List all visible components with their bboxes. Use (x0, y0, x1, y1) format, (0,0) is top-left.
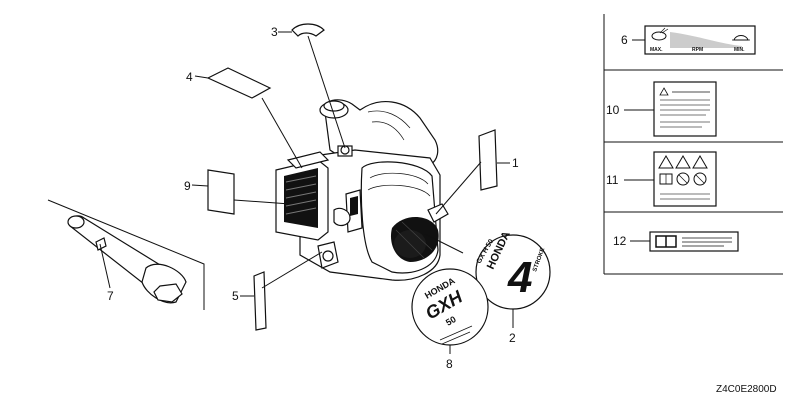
label-part-4 (206, 67, 272, 99)
warning-triangle-icon (659, 87, 669, 96)
label-part-5 (253, 271, 267, 331)
label-11-pictograms (653, 151, 717, 207)
callout-11: 11 (606, 173, 619, 187)
label-panel (603, 14, 783, 275)
drawing-code: Z4C0E2800D (716, 384, 777, 395)
callout-12: 12 (613, 234, 627, 248)
callout-3: 3 (271, 25, 278, 39)
spark-plug-wrench (67, 215, 187, 304)
emblem-2-stroke-number: 4 (507, 253, 532, 302)
callout-4: 4 (186, 70, 193, 84)
engine-illustration (275, 99, 449, 281)
label-part-9 (207, 169, 235, 215)
callout-7: 7 (107, 289, 114, 303)
frame-line-left (47, 199, 205, 310)
callout-numbers: 3 4 9 5 7 1 2 8 6 10 11 12 (107, 25, 628, 371)
throttle-hare-icon (651, 27, 669, 41)
label-10-caution (653, 81, 717, 137)
emblem-8-size: 50 (444, 314, 458, 328)
callout-10: 10 (606, 103, 620, 117)
emblem-8: HONDA GXH 50 (411, 268, 489, 346)
leader-lines (99, 31, 654, 354)
callout-8: 8 (446, 357, 453, 371)
throttle-rpm-text: RPM (692, 47, 703, 53)
label-12-manual (649, 231, 739, 252)
throttle-max-text: MAX. (650, 47, 663, 53)
label-6-throttle: MAX. RPM MIN. (644, 25, 756, 55)
throttle-tortoise-icon (732, 35, 750, 41)
prohibition-icon (676, 172, 690, 186)
callout-9: 9 (184, 179, 191, 193)
label-part-3 (291, 23, 325, 37)
callout-5: 5 (232, 289, 239, 303)
label-part-1 (478, 129, 498, 191)
callout-1: 1 (512, 156, 519, 170)
callout-2: 2 (509, 331, 516, 345)
callout-6: 6 (621, 33, 628, 47)
throttle-min-text: MIN. (734, 47, 745, 53)
